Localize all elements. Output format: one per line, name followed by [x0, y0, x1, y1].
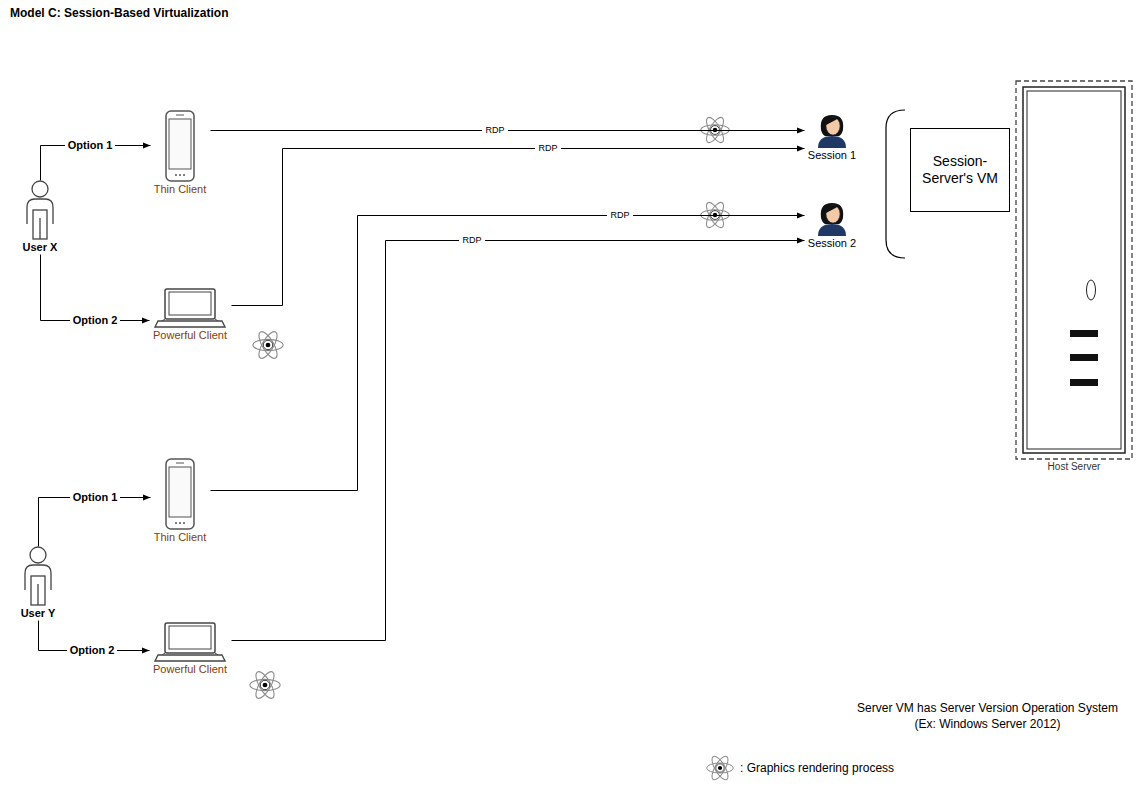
- user-figure: User Y: [17, 546, 60, 620]
- legend-text: : Graphics rendering process: [740, 761, 894, 775]
- connector: [41, 255, 150, 321]
- connector: [232, 149, 805, 306]
- laptop-icon: [154, 622, 226, 662]
- thin-client: Thin Client: [150, 458, 211, 544]
- option-label: Option 2: [67, 644, 118, 657]
- protocol-label: RDP: [482, 125, 507, 136]
- session-shape: [818, 115, 846, 148]
- client-label: Thin Client: [154, 530, 207, 544]
- session-user: Session 1: [804, 112, 860, 162]
- client-label: Thin Client: [154, 182, 207, 196]
- connector: [232, 241, 805, 641]
- session-bracket: [886, 110, 905, 258]
- protocol-label: RDP: [607, 210, 632, 221]
- user-name: User X: [23, 240, 58, 254]
- session-icon: [814, 112, 850, 148]
- client-label: Powerful Client: [153, 662, 227, 676]
- host-server: Host Server: [1015, 80, 1133, 473]
- host-icon: [1015, 80, 1133, 460]
- connector: [39, 498, 151, 547]
- thin-client: Thin Client: [150, 110, 211, 196]
- client-label: Powerful Client: [153, 328, 227, 342]
- laptop-shape: [155, 289, 225, 327]
- diagram-title: Model C: Session-Based Virtualization: [10, 6, 228, 21]
- vm-box: Session-Server's VM: [910, 128, 1010, 212]
- host-shape: [1016, 81, 1132, 459]
- laptop-shape: [155, 623, 225, 661]
- vm-label: Session-Server's VM: [917, 153, 1003, 187]
- phone-icon: [165, 110, 195, 182]
- session-icon: [814, 200, 850, 236]
- phone-shape: [166, 459, 194, 529]
- phone-icon: [165, 458, 195, 530]
- note-text: Server VM has Server Version Operation S…: [845, 700, 1130, 732]
- user-name: User Y: [21, 606, 56, 620]
- phone-shape: [166, 111, 194, 181]
- protocol-label: RDP: [459, 235, 484, 246]
- option-label: Option 2: [70, 314, 121, 327]
- session-user: Session 2: [804, 200, 860, 250]
- rendering-icon: [250, 669, 280, 701]
- host-label: Host Server: [1015, 460, 1133, 473]
- connector: [211, 216, 805, 491]
- user-icon: [23, 180, 57, 240]
- session-label: Session 2: [808, 236, 856, 250]
- powerful-client: Powerful Client: [149, 622, 231, 676]
- protocol-label: RDP: [535, 143, 560, 154]
- connector: [211, 130, 805, 131]
- session-label: Session 1: [808, 148, 856, 162]
- option-label: Option 1: [65, 139, 116, 152]
- legend-sample: [707, 754, 734, 782]
- user-shape: [27, 181, 53, 239]
- powerful-client: Powerful Client: [149, 288, 231, 342]
- legend-entry: : Graphics rendering process: [740, 761, 894, 776]
- user-shape: [25, 547, 51, 605]
- user-icon: [21, 546, 55, 606]
- user-figure: User X: [19, 180, 62, 254]
- option-label: Option 1: [70, 491, 121, 504]
- session-shape: [818, 203, 846, 236]
- laptop-icon: [154, 288, 226, 328]
- rendering-icon: [253, 329, 283, 361]
